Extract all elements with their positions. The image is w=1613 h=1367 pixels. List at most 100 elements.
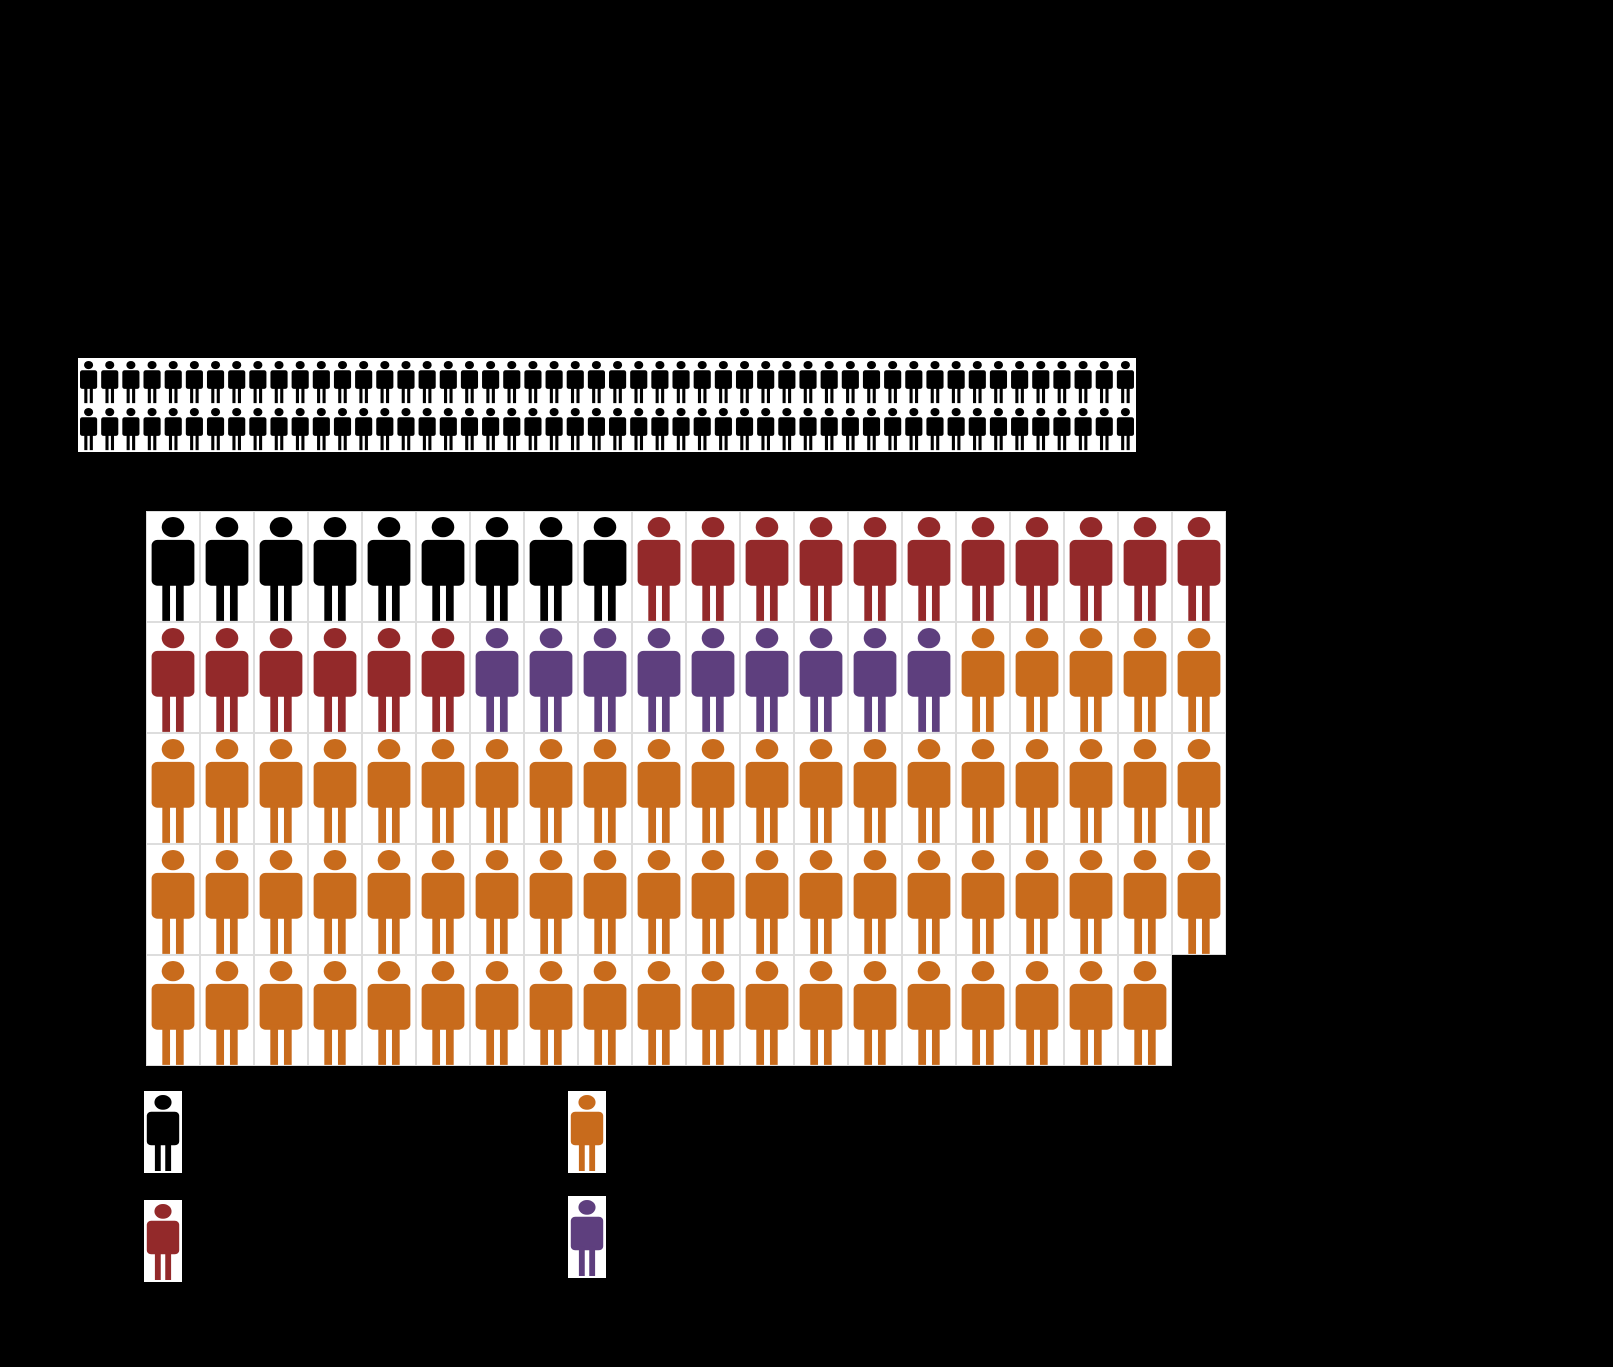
pictogram-tile-red xyxy=(686,511,740,622)
reference-person-icon xyxy=(418,407,436,451)
person-icon-orange xyxy=(907,738,951,843)
reference-person-icon xyxy=(333,360,352,404)
reference-person-icon xyxy=(926,360,944,404)
reference-person-icon xyxy=(968,407,986,451)
reference-person-icon xyxy=(206,360,225,404)
reference-person-icon xyxy=(524,407,542,451)
pictogram-tile-red xyxy=(1118,511,1172,622)
reference-person-icon xyxy=(672,360,690,404)
pictogram-tile-purple xyxy=(848,622,902,733)
pictogram-tile-orange xyxy=(308,844,362,955)
reference-person-icon xyxy=(714,360,732,404)
person-icon-orange xyxy=(367,849,411,954)
reference-person-icon xyxy=(778,360,796,404)
pictogram-tile-red xyxy=(794,511,848,622)
reference-person-icon xyxy=(862,360,881,404)
person-icon-orange xyxy=(1123,849,1167,954)
person-icon-black xyxy=(205,516,249,621)
person-icon-black xyxy=(313,516,357,621)
person-icon-orange xyxy=(205,960,249,1065)
pictogram-tile-orange xyxy=(200,844,254,955)
person-icon-red xyxy=(367,627,411,732)
person-icon-orange xyxy=(1177,738,1221,843)
person-icon-orange xyxy=(745,849,789,954)
person-icon-red xyxy=(799,516,843,621)
person-icon-black xyxy=(529,516,573,621)
pictogram-tile-red xyxy=(1172,511,1226,622)
pictogram-tile-orange xyxy=(1118,844,1172,955)
person-icon-orange xyxy=(313,738,357,843)
reference-person-icon xyxy=(482,407,500,451)
person-icon-orange xyxy=(529,849,573,954)
reference-person-icon xyxy=(143,407,161,451)
pictogram-tile-orange xyxy=(956,955,1010,1066)
person-icon-black xyxy=(475,516,519,621)
person-icon-orange xyxy=(907,960,951,1065)
reference-person-icon xyxy=(587,407,605,451)
legend-person-red xyxy=(146,1203,180,1280)
person-icon-orange xyxy=(637,960,681,1065)
pictogram-tile-orange xyxy=(740,844,794,955)
person-icon-red xyxy=(421,627,465,732)
pictogram-tile-black xyxy=(416,511,470,622)
person-icon-orange xyxy=(313,849,357,954)
pictogram-tile-orange xyxy=(956,622,1010,733)
reference-person-icon xyxy=(439,360,457,404)
reference-person-icon xyxy=(460,360,479,404)
reference-person-icon xyxy=(566,360,584,404)
person-icon-orange xyxy=(1069,849,1113,954)
reference-person-icon xyxy=(101,360,119,404)
pictogram-tile-black xyxy=(470,511,524,622)
reference-person-icon xyxy=(609,360,627,404)
pictogram-tile-orange xyxy=(794,733,848,844)
pictogram-tile-orange xyxy=(1064,733,1118,844)
pictogram-tile-purple xyxy=(902,622,956,733)
person-icon-orange xyxy=(961,960,1005,1065)
pictogram-tile-orange xyxy=(1010,733,1064,844)
reference-person-icon xyxy=(545,360,563,404)
person-icon-purple xyxy=(853,627,897,732)
person-icon-red xyxy=(961,516,1005,621)
person-icon-purple xyxy=(907,627,951,732)
reference-person-icon xyxy=(482,360,500,404)
reference-person-icon xyxy=(1032,360,1050,404)
pictogram-tile-orange xyxy=(578,844,632,955)
person-icon-orange xyxy=(1069,960,1113,1065)
pictogram-tile-red xyxy=(632,511,686,622)
pictogram-tile-orange xyxy=(1010,955,1064,1066)
person-icon-orange xyxy=(1123,627,1167,732)
reference-person-icon xyxy=(947,407,965,451)
pictogram-tile-purple xyxy=(578,622,632,733)
reference-person-icon xyxy=(693,360,711,404)
reference-person-icon xyxy=(291,360,309,404)
reference-person-icon xyxy=(545,407,563,451)
pictogram-tile-orange xyxy=(308,955,362,1066)
reference-person-icon xyxy=(228,407,246,451)
reference-population-strip xyxy=(78,358,1136,452)
reference-person-icon xyxy=(757,407,775,451)
reference-person-icon xyxy=(778,407,796,451)
pictogram-tile-orange xyxy=(362,733,416,844)
pictogram-tile-orange xyxy=(578,733,632,844)
person-icon-orange xyxy=(853,849,897,954)
reference-person-icon xyxy=(735,407,754,451)
person-icon-red xyxy=(1015,516,1059,621)
reference-person-icon xyxy=(249,360,267,404)
pictogram-tile-orange xyxy=(524,955,578,1066)
pictogram-tile-orange xyxy=(146,955,200,1066)
reference-person-icon xyxy=(122,407,140,451)
pictogram-tile-red xyxy=(1064,511,1118,622)
pictogram-tile-purple xyxy=(794,622,848,733)
reference-person-icon xyxy=(270,407,288,451)
person-icon-orange xyxy=(961,627,1005,732)
reference-person-icon xyxy=(228,360,246,404)
pictogram-tile-orange xyxy=(524,733,578,844)
person-icon-orange xyxy=(799,849,843,954)
person-icon-orange xyxy=(961,849,1005,954)
person-icon-orange xyxy=(637,849,681,954)
pictogram-tile-orange xyxy=(470,733,524,844)
pictogram-tile-orange xyxy=(416,844,470,955)
pictogram-tile-red xyxy=(956,511,1010,622)
pictogram-tile-orange xyxy=(956,733,1010,844)
reference-person-icon xyxy=(1053,360,1071,404)
